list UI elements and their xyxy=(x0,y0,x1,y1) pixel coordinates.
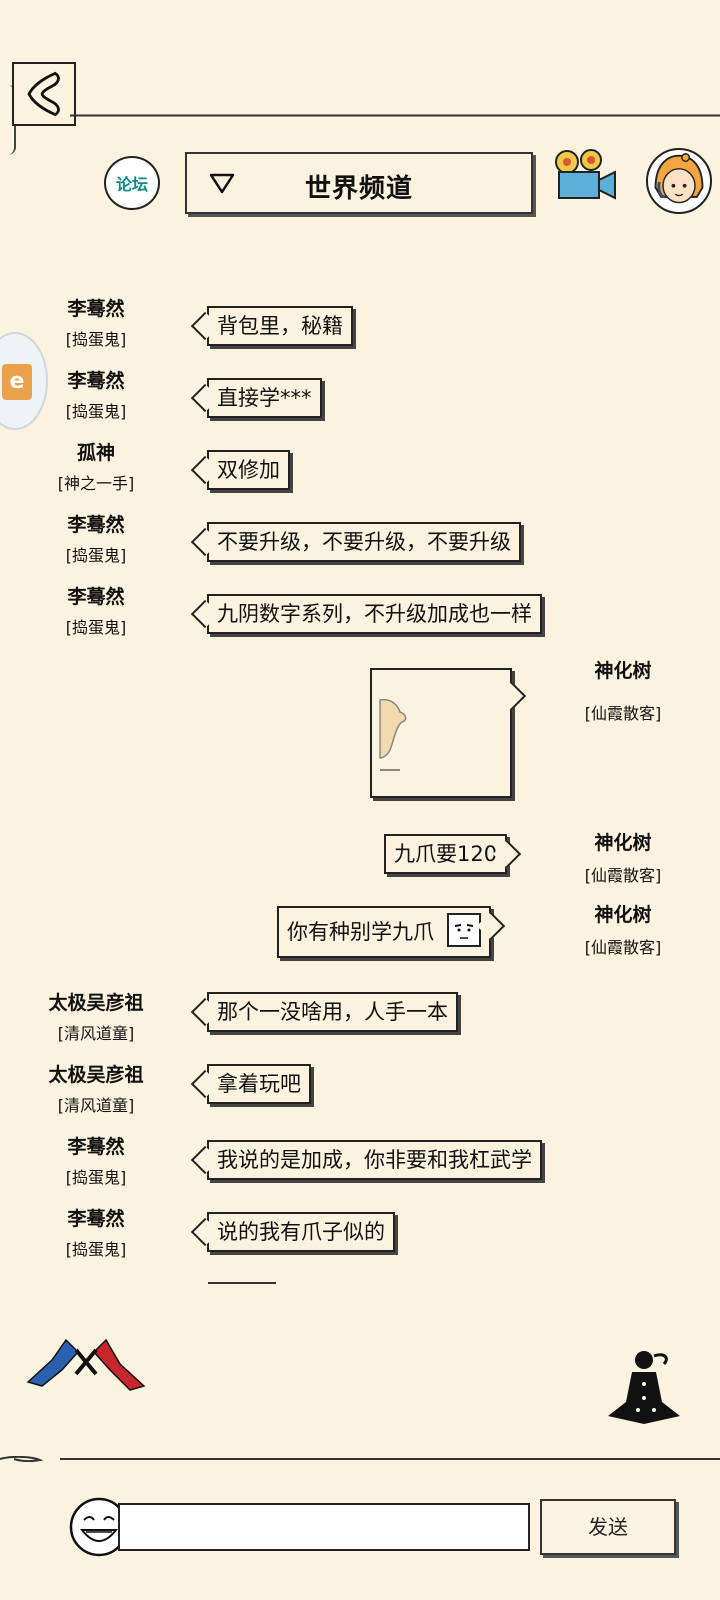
sender-title: [仙霞散客] xyxy=(584,938,662,957)
fighters-icon[interactable] xyxy=(22,1330,150,1394)
sender-name[interactable]: 李蓦然 xyxy=(67,298,125,320)
message-input[interactable] xyxy=(118,1503,530,1551)
sender-title: [捣蛋鬼] xyxy=(65,1240,127,1259)
sender-name[interactable]: 神化树 xyxy=(594,660,652,682)
face-sticker-icon xyxy=(446,913,481,947)
sender-name[interactable]: 李蓦然 xyxy=(67,1136,125,1158)
footer-divider xyxy=(0,1456,720,1462)
forum-icon: 论坛 xyxy=(115,175,148,194)
chat-bubble: 说的我有爪子似的 xyxy=(207,1212,395,1252)
sender-name[interactable]: 李蓦然 xyxy=(67,1208,125,1230)
sticker-image xyxy=(379,698,407,771)
sender-name[interactable]: 李蓦然 xyxy=(67,370,125,392)
sender-name[interactable]: 神化树 xyxy=(594,904,652,926)
chat-bubble: 那个一没啥用，人手一本 xyxy=(207,992,458,1032)
chat-bubble: 双修加 xyxy=(207,450,290,490)
sender-name[interactable]: 孤神 xyxy=(76,442,115,464)
sender-title: [神之一手] xyxy=(57,474,135,493)
movie-camera-icon[interactable] xyxy=(553,148,619,206)
chat-bubble-text: 你有种别学九爪 xyxy=(287,920,434,944)
sender-name[interactable]: 李蓦然 xyxy=(67,586,125,608)
header-divider xyxy=(70,114,720,117)
chat-bubble: 我说的是加成，你非要和我杠武学 xyxy=(207,1140,542,1180)
forum-button[interactable]: 论坛 xyxy=(104,156,160,210)
chat-bubble: 不要升级，不要升级，不要升级 xyxy=(207,522,521,562)
sender-name[interactable]: 神化树 xyxy=(594,832,652,854)
user-avatar-icon xyxy=(654,153,704,204)
meditating-figure-icon[interactable] xyxy=(604,1346,686,1428)
sender-title: [捣蛋鬼] xyxy=(65,330,127,349)
sender-name[interactable]: 太极吴彦祖 xyxy=(48,992,144,1014)
back-arrow-icon xyxy=(27,71,60,117)
chat-bubble: 直接学*** xyxy=(207,378,322,418)
chat-bubble: 背包里，秘籍 xyxy=(207,306,353,346)
chat-bubble: 九阴数字系列，不升级加成也一样 xyxy=(207,594,542,634)
channel-title: 世界频道 xyxy=(304,174,413,204)
channel-selector[interactable]: 世界频道 xyxy=(185,152,533,214)
sender-title: [捣蛋鬼] xyxy=(65,618,127,637)
partial-bubble xyxy=(208,1282,276,1290)
sender-name[interactable]: 李蓦然 xyxy=(67,514,125,536)
chat-bubble: 九爪要120 xyxy=(384,834,508,874)
triangle-down-icon xyxy=(209,173,235,194)
send-button[interactable]: 发送 xyxy=(540,1499,676,1555)
user-avatar[interactable] xyxy=(646,148,712,214)
sender-title: [清风道童] xyxy=(57,1096,135,1115)
sender-title: [清风道童] xyxy=(57,1024,135,1043)
chat-bubble: 拿着玩吧 xyxy=(207,1064,311,1104)
sender-title: [捣蛋鬼] xyxy=(65,402,127,421)
sender-title: [仙霞散客] xyxy=(584,866,662,885)
sender-title: [仙霞散客] xyxy=(584,704,662,723)
sender-title: [捣蛋鬼] xyxy=(65,546,127,565)
sender-name[interactable]: 太极吴彦祖 xyxy=(48,1064,144,1086)
chat-bubble-with-sticker: 你有种别学九爪 xyxy=(277,906,491,958)
back-button[interactable] xyxy=(12,62,76,126)
sender-title: [捣蛋鬼] xyxy=(65,1168,127,1187)
app-badge-icon: e xyxy=(2,364,32,400)
image-message[interactable] xyxy=(370,668,512,798)
